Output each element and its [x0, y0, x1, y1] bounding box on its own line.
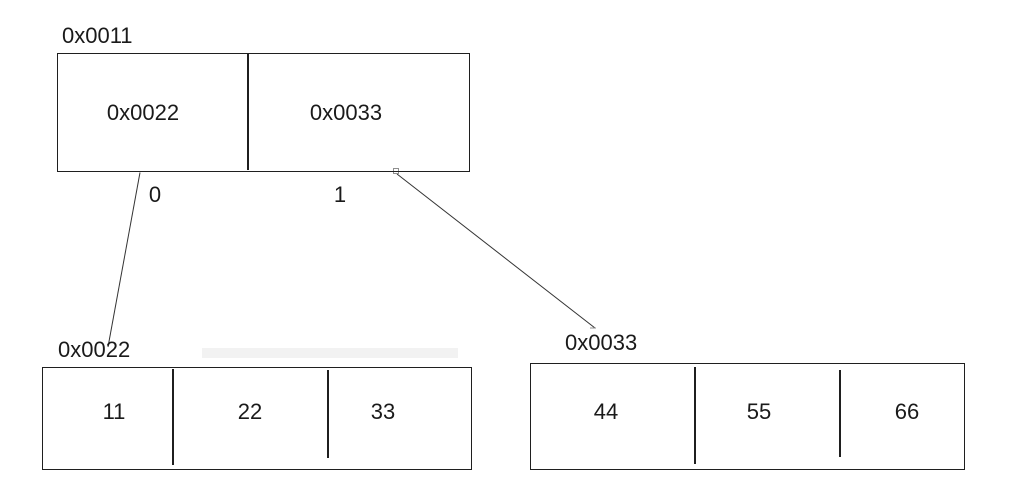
left-array-box: [42, 367, 472, 470]
root-cell-divider: [247, 54, 249, 170]
right-cell-value-1: 55: [746, 399, 772, 424]
right-cell-divider-2: [839, 370, 841, 457]
root-array-box: [57, 53, 470, 172]
render-artifact-band: [202, 348, 458, 358]
root-pointer-cell-0: 0x0022: [106, 100, 180, 125]
right-array-label: 0x0033: [565, 330, 638, 355]
left-cell-divider-2: [327, 370, 329, 458]
right-cell-value-2: 66: [894, 399, 920, 424]
right-array-box: [530, 363, 965, 470]
left-cell-divider-1: [172, 369, 174, 465]
index-label-1: 1: [333, 182, 347, 207]
left-array-label: 0x0022: [58, 337, 131, 362]
right-cell-value-0: 44: [593, 399, 619, 424]
index-label-0: 0: [148, 182, 162, 207]
left-cell-value-0: 11: [102, 399, 126, 424]
right-cell-divider-1: [694, 367, 696, 464]
connector-root-to-left: [107, 172, 141, 348]
root-pointer-cell-1: 0x0033: [309, 100, 383, 125]
connector-root-to-right: [396, 173, 596, 329]
root-array-label: 0x0011: [62, 23, 133, 48]
left-cell-value-1: 22: [237, 399, 263, 424]
left-cell-value-2: 33: [370, 399, 396, 424]
